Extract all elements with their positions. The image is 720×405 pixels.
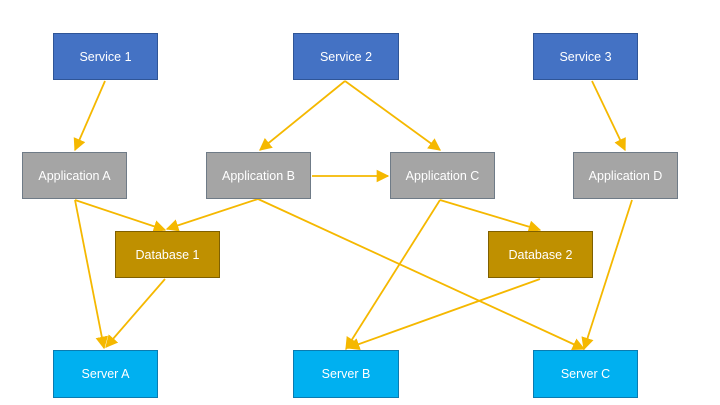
server-b-label: Server B [321,367,371,381]
server-a-box: Server A [53,350,158,398]
server-a-label: Server A [81,367,130,381]
connector-service2-to-appB [259,80,346,151]
application-d-label: Application D [588,168,663,183]
connector-db2-to-serverB [346,278,541,351]
connector-db1-to-serverA [105,278,166,348]
service-1-label: Service 1 [79,49,132,64]
service-3-box: Service 3 [533,33,638,80]
connector-service2-to-appC [344,80,442,151]
application-c-label: Application C [405,168,480,183]
connector-appC-to-serverB [345,199,441,351]
service-1-box: Service 1 [53,33,158,80]
service-2-box: Service 2 [293,33,399,80]
application-c-box: Application C [390,152,495,199]
database-1-label: Database 1 [135,247,200,262]
application-d-box: Application D [573,152,678,199]
server-c-label: Server C [560,367,611,381]
connector-appB-to-db1 [165,198,259,232]
database-1-box: Database 1 [115,231,220,278]
database-2-label: Database 2 [508,247,573,262]
server-b-box: Server B [293,350,399,398]
connector-service3-to-appD [591,80,626,152]
service-2-label: Service 2 [319,49,373,64]
connector-appA-to-db1 [74,199,167,233]
connector-service1-to-appA [73,80,106,152]
application-b-label: Application B [222,168,295,183]
application-b-box: Application B [206,152,311,199]
database-2-box: Database 2 [488,231,593,278]
application-a-label: Application A [38,168,111,183]
server-c-box: Server C [533,350,638,398]
connector-appC-to-db2 [439,199,542,233]
service-3-label: Service 3 [559,49,612,64]
application-a-box: Application A [22,152,127,199]
connector-appA-to-serverA [74,199,109,350]
